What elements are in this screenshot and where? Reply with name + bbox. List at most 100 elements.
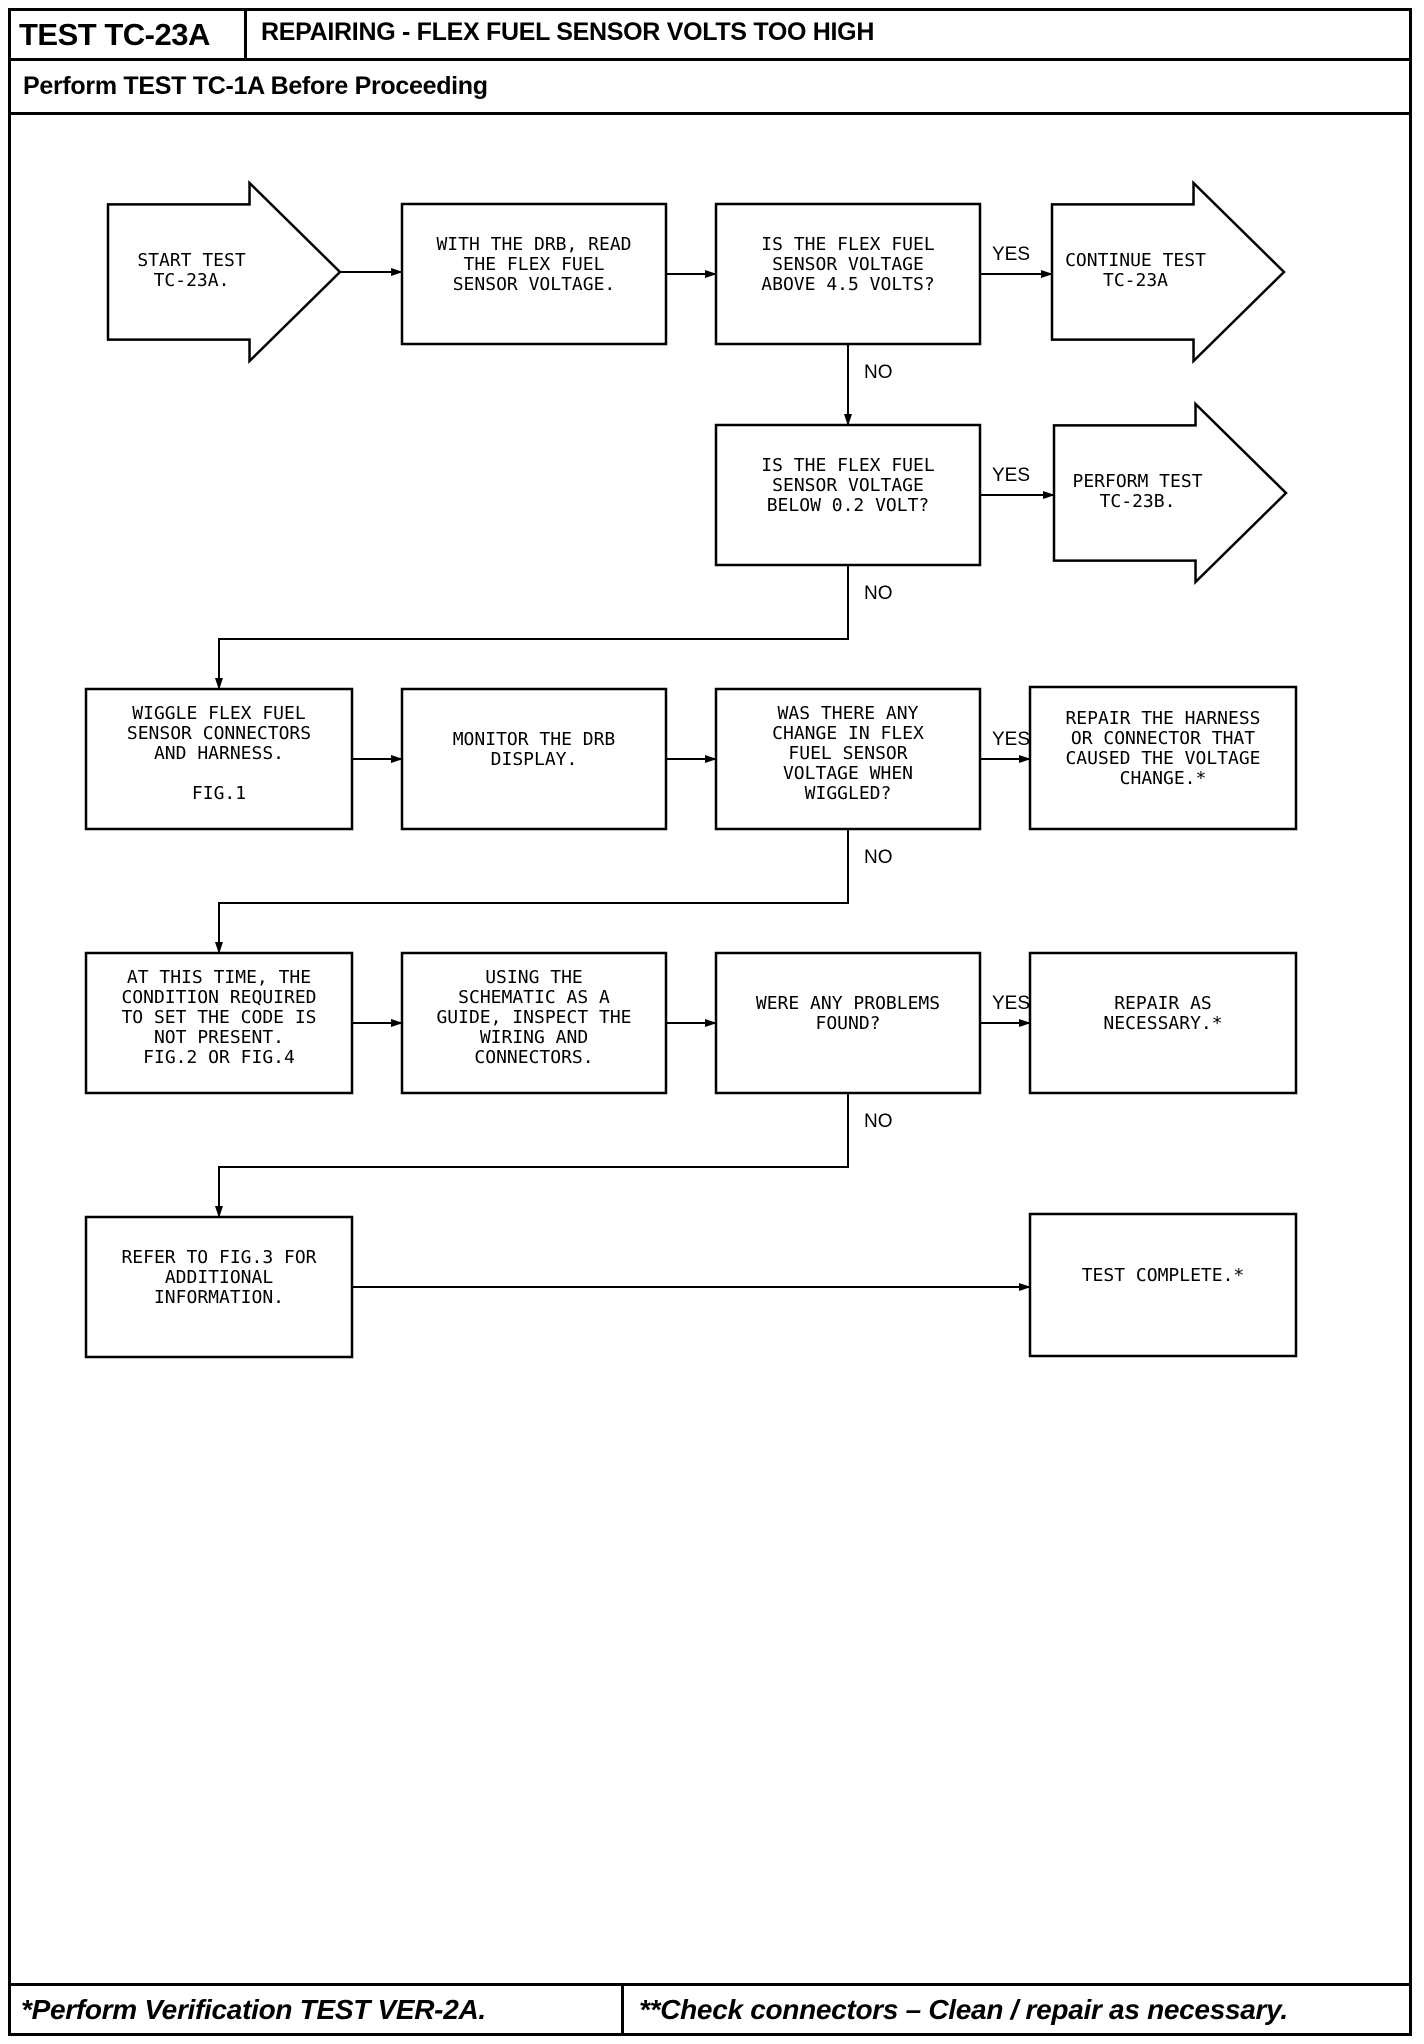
node-text: IS THE FLEX FUEL bbox=[761, 234, 935, 255]
box-shape bbox=[400, 202, 668, 346]
node-text: ABOVE 4.5 VOLTS? bbox=[761, 274, 934, 295]
node-text: CONDITION REQUIRED bbox=[121, 987, 316, 1008]
node-text: REPAIR THE HARNESS bbox=[1065, 708, 1260, 729]
edge-label: YES bbox=[992, 993, 1030, 1014]
box-shape bbox=[714, 202, 982, 346]
node-text: IS THE FLEX FUEL bbox=[761, 455, 935, 476]
node-text: FIG.1 bbox=[192, 783, 246, 804]
node-text: WIRING AND bbox=[480, 1027, 588, 1048]
node-text: SENSOR VOLTAGE. bbox=[453, 274, 616, 295]
connector-line bbox=[215, 565, 849, 690]
node-text: CONTINUE TEST bbox=[1065, 250, 1206, 271]
node-text: BELOW 0.2 VOLT? bbox=[767, 495, 930, 516]
node-text: TC-23A bbox=[1103, 270, 1168, 291]
box-shape bbox=[1028, 1212, 1298, 1358]
edge-label: YES bbox=[992, 729, 1030, 750]
box-shape bbox=[1028, 685, 1298, 831]
test-id: TEST TC-23A bbox=[11, 11, 247, 58]
node-text: SCHEMATIC AS A bbox=[458, 987, 610, 1008]
verification-note: *Perform Verification TEST VER-2A. bbox=[21, 1994, 486, 2025]
box-shape bbox=[400, 951, 668, 1095]
node-text: WIGGLED? bbox=[805, 783, 892, 804]
node-text: USING THE bbox=[485, 967, 583, 988]
node-text: WERE ANY PROBLEMS bbox=[756, 993, 940, 1014]
edge-above-4-5-to-below-0-2: NO bbox=[844, 344, 893, 426]
node-text: PERFORM TEST bbox=[1072, 471, 1202, 492]
node-text: SENSOR CONNECTORS bbox=[127, 723, 311, 744]
node-text: TC-23B. bbox=[1100, 491, 1176, 512]
edge-label: YES bbox=[992, 465, 1030, 486]
node-text: CHANGE IN FLEX bbox=[772, 723, 924, 744]
prerequisite-note: Perform TEST TC-1A Before Proceeding bbox=[23, 72, 488, 100]
arrow-shape bbox=[1050, 180, 1286, 364]
node-test-complete: TEST COMPLETE.* bbox=[1028, 1212, 1298, 1358]
test-sheet: TEST TC-23A REPAIRING - FLEX FUEL SENSOR… bbox=[8, 8, 1412, 2036]
node-text: START TEST bbox=[137, 250, 246, 271]
edges-layer: YES NO YES NO YES NO YES NO bbox=[215, 244, 1055, 1291]
node-text: DISPLAY. bbox=[491, 749, 578, 770]
node-text: REPAIR AS bbox=[1114, 993, 1212, 1014]
edge-below-0-2-to-wiggle: NO bbox=[215, 565, 893, 690]
box-shape bbox=[714, 687, 982, 831]
node-text: OR CONNECTOR THAT bbox=[1071, 728, 1255, 749]
node-text: TEST COMPLETE.* bbox=[1082, 1265, 1245, 1286]
node-text: CONNECTORS. bbox=[474, 1047, 593, 1068]
arrow-shape bbox=[106, 180, 342, 364]
node-text: FIG.2 OR FIG.4 bbox=[143, 1047, 295, 1068]
arrow-shape bbox=[1052, 401, 1288, 585]
edge-below-0-2-to-perform-tc23b: YES bbox=[980, 465, 1055, 499]
node-text: VOLTAGE WHEN bbox=[783, 763, 913, 784]
node-text: NOT PRESENT. bbox=[154, 1027, 284, 1048]
box-shape bbox=[84, 951, 354, 1095]
node-text: TO SET THE CODE IS bbox=[121, 1007, 316, 1028]
node-text: SENSOR VOLTAGE bbox=[772, 254, 924, 275]
edge-problems-found-to-repair-necessary: YES bbox=[980, 993, 1031, 1027]
node-text: AND HARNESS. bbox=[154, 743, 284, 764]
node-text: CAUSED THE VOLTAGE bbox=[1065, 748, 1260, 769]
node-text: WAS THERE ANY bbox=[778, 703, 919, 724]
edge-problems-found-to-refer-fig3: NO bbox=[215, 1093, 893, 1218]
node-text: WITH THE DRB, READ bbox=[436, 234, 631, 255]
node-text: CHANGE.* bbox=[1120, 768, 1207, 789]
box-shape bbox=[714, 951, 982, 1095]
box-shape bbox=[400, 687, 668, 831]
node-text: ADDITIONAL bbox=[165, 1267, 274, 1288]
node-text: SENSOR VOLTAGE bbox=[772, 475, 924, 496]
node-text: MONITOR THE DRB bbox=[453, 729, 616, 750]
edge-label: YES bbox=[992, 244, 1030, 265]
edge-label: NO bbox=[864, 583, 893, 604]
edge-label: NO bbox=[864, 1111, 893, 1132]
footer: *Perform Verification TEST VER-2A. **Che… bbox=[11, 1983, 1409, 2033]
footer-divider bbox=[621, 1986, 624, 2033]
box-shape bbox=[714, 423, 982, 567]
header-row: TEST TC-23A REPAIRING - FLEX FUEL SENSOR… bbox=[11, 11, 1409, 61]
connector-line bbox=[215, 1093, 849, 1218]
node-text: THE FLEX FUEL bbox=[464, 254, 605, 275]
page-title: REPAIRING - FLEX FUEL SENSOR VOLTS TOO H… bbox=[261, 18, 875, 46]
edge-above-4-5-to-continue-tc23a: YES bbox=[980, 244, 1053, 278]
node-text: FOUND? bbox=[815, 1013, 880, 1034]
connector-line bbox=[215, 829, 849, 954]
prerequisite-row: Perform TEST TC-1A Before Proceeding bbox=[11, 61, 1409, 115]
node-text: NECESSARY.* bbox=[1103, 1013, 1222, 1034]
edge-any-change-to-condition-not-present: NO bbox=[215, 829, 893, 954]
node-text: TC-23A. bbox=[154, 270, 230, 291]
edge-label: NO bbox=[864, 362, 893, 383]
node-text: WIGGLE FLEX FUEL bbox=[132, 703, 306, 724]
